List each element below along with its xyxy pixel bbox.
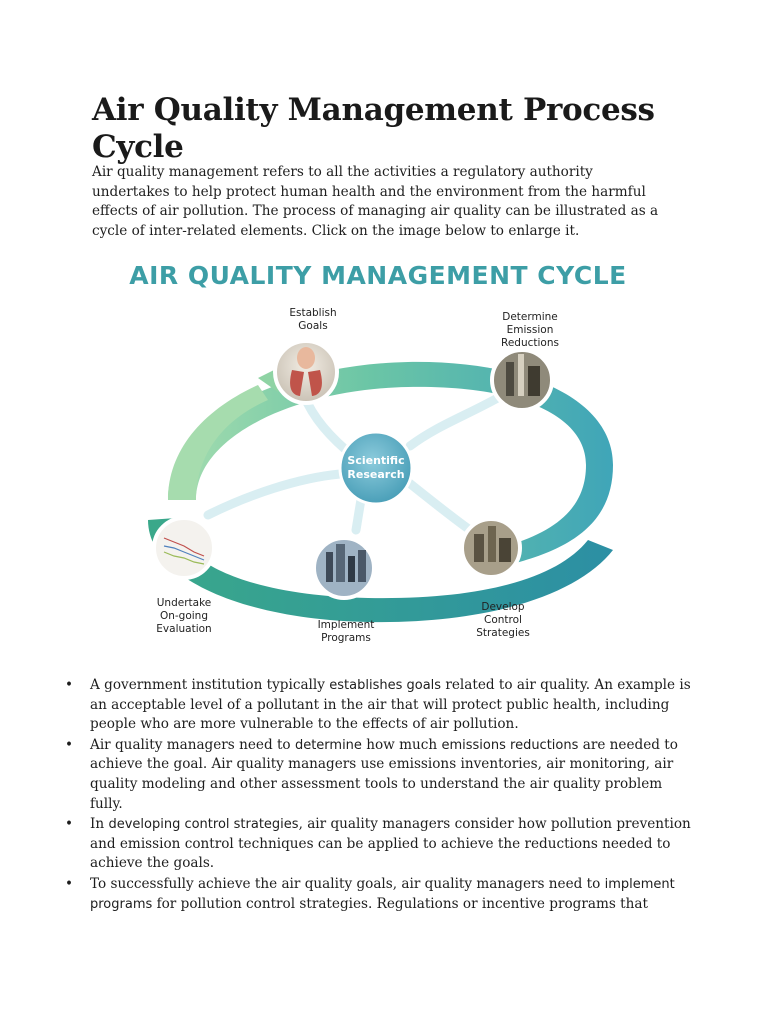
- keyword-emissions-reductions: emissions reductions: [441, 738, 578, 753]
- strategies-label-line3: Strategies: [476, 627, 530, 639]
- strategies-label-line1: Develop: [481, 601, 525, 613]
- bullet-text: Air quality managers need to: [90, 737, 295, 753]
- node-implement-programs[interactable]: Implement Programs: [314, 538, 374, 644]
- bullet-item: •In developing control strategies, air q…: [62, 815, 692, 874]
- bullet-text: how much: [362, 737, 442, 753]
- keyword-determine: determine: [295, 738, 362, 753]
- evaluation-label-line3: Evaluation: [156, 623, 211, 635]
- bullet-marker: •: [65, 676, 73, 696]
- lungs-icon: [297, 347, 315, 369]
- emission-label-line3: Reductions: [501, 337, 559, 349]
- emission-label-line2: Emission: [507, 324, 554, 336]
- monitoring-tower-icon: [506, 362, 514, 396]
- bullet-marker: •: [65, 736, 73, 756]
- bullet-list: • A government institution typically esta…: [62, 676, 692, 915]
- bullet-marker: •: [65, 815, 73, 835]
- intro-paragraph: Air quality management refers to all the…: [92, 163, 670, 241]
- node-determine-emission-reductions[interactable]: Determine Emission Reductions: [492, 311, 559, 410]
- factory-icon: [474, 534, 484, 562]
- center-label-line1: Scientific: [347, 454, 404, 467]
- center-label-line2: Research: [347, 468, 404, 481]
- node-establish-goals[interactable]: Establish Goals: [275, 307, 337, 403]
- goals-label-line1: Establish: [289, 307, 336, 319]
- strategies-label-line2: Control: [484, 614, 522, 626]
- programs-label-line1: Implement: [318, 619, 375, 631]
- page-title: Air Quality Management Process Cycle: [92, 92, 692, 166]
- city-skyline-icon: [326, 552, 333, 582]
- bullet-item: •Air quality managers need to determine …: [62, 736, 692, 814]
- bullet-item: • A government institution typically esta…: [62, 676, 692, 735]
- bullet-text: To successfully achieve the air quality …: [90, 876, 605, 892]
- programs-label-line2: Programs: [321, 632, 371, 644]
- bullet-text: for pollution control strategies. Regula…: [152, 896, 648, 912]
- keyword-developing-control-strategies: developing control strategies: [108, 817, 298, 832]
- bullet-text: A government institution typically: [90, 677, 329, 693]
- bullet-marker: •: [65, 875, 73, 895]
- goals-label-line2: Goals: [298, 320, 327, 332]
- diagram-title: AIR QUALITY MANAGEMENT CYCLE: [129, 261, 626, 290]
- evaluation-label-line1: Undertake: [157, 597, 212, 609]
- node-develop-control-strategies[interactable]: Develop Control Strategies: [462, 519, 530, 639]
- cycle-diagram-svg: AIR QUALITY MANAGEMENT CYCLE Scientific …: [108, 250, 648, 660]
- bullet-text: In: [90, 816, 108, 832]
- evaluation-label-line2: On-going: [160, 610, 208, 622]
- bullet-item: • To successfully achieve the air quality…: [62, 875, 692, 914]
- emission-label-line1: Determine: [502, 311, 558, 323]
- air-quality-cycle-diagram[interactable]: AIR QUALITY MANAGEMENT CYCLE Scientific …: [108, 250, 648, 660]
- keyword-establishes-goals: establishes goals: [329, 678, 441, 693]
